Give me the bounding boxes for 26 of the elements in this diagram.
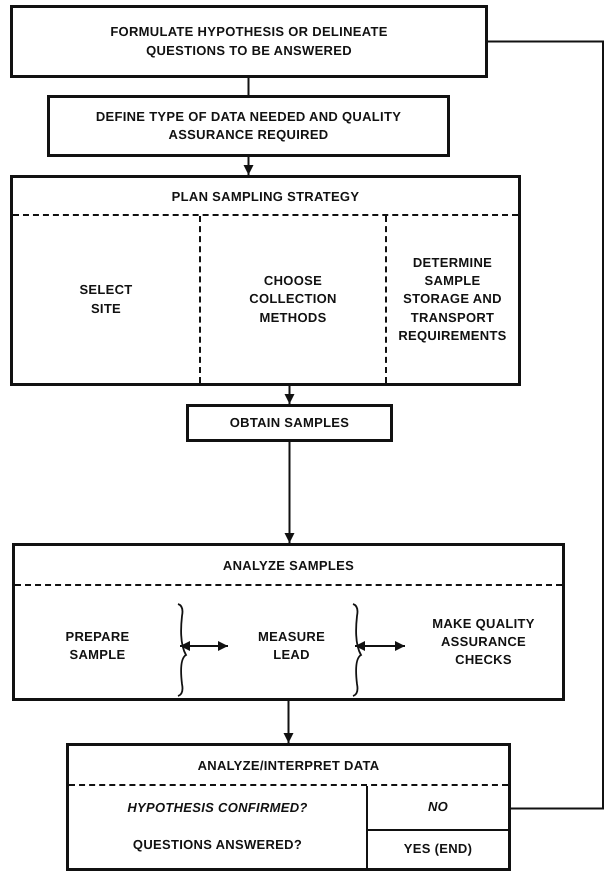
box-text: HYPOTHESIS CONFIRMED? xyxy=(127,799,308,818)
table-cell xyxy=(366,786,508,831)
box-text: MEASURE LEAD xyxy=(256,628,326,664)
process-box xyxy=(66,743,511,871)
box-text: NO xyxy=(428,798,448,816)
box-text: PREPARE SAMPLE xyxy=(64,628,130,664)
process-box xyxy=(47,95,450,157)
box-text: YES (END) xyxy=(404,840,472,858)
arrow xyxy=(244,157,254,175)
arrow xyxy=(284,701,294,743)
box-text: FORMULATE HYPOTHESIS OR DELINEATE QUESTIONS TO BE ANSWERED xyxy=(109,23,389,60)
box-text: DETERMINE SAMPLE STORAGE AND TRANSPORT REQUIREMENTS xyxy=(397,254,508,345)
process-box xyxy=(10,175,521,386)
arrow xyxy=(355,641,405,651)
box-text: MAKE QUALITY ASSURANCE CHECKS xyxy=(431,614,536,670)
arrow xyxy=(284,442,294,543)
arrow xyxy=(284,386,294,404)
box-text: CHOOSE COLLECTION METHODS xyxy=(248,272,338,327)
box-text: SELECT SITE xyxy=(78,281,134,318)
process-box xyxy=(10,5,488,78)
box-text: OBTAIN SAMPLES xyxy=(230,414,350,432)
box-text: QUESTIONS ANSWERED? xyxy=(132,836,302,854)
process-box xyxy=(186,404,393,442)
arrow xyxy=(180,641,228,651)
box-text: DEFINE TYPE OF DATA NEEDED AND QUALITY ASSURANCE REQUIRED xyxy=(94,108,402,144)
process-box xyxy=(12,543,565,701)
